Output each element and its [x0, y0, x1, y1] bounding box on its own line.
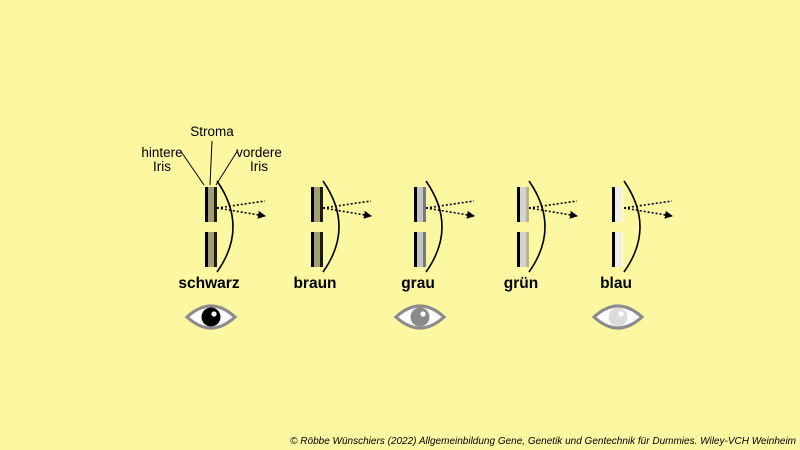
stroma-label: Stroma [190, 124, 234, 139]
reflected-ray [623, 200, 673, 209]
anterior-iris-layer-upper [214, 187, 217, 222]
lens-curve [322, 180, 340, 273]
stroma-layer-lower [314, 232, 320, 267]
stroma-layer-upper [417, 187, 423, 222]
incident-ray-arrow [425, 207, 475, 219]
incident-ray-arrow [623, 207, 673, 219]
eye-icon [184, 304, 238, 330]
stroma-layer-upper [314, 187, 320, 222]
iris-color-label: braun [293, 275, 336, 292]
posterior-iris-layer-lower [517, 232, 520, 267]
posterior-iris-layer-upper [311, 187, 314, 222]
lens-curve [425, 180, 443, 273]
posterior-iris-layer-upper [517, 187, 520, 222]
stroma-layer-lower [615, 232, 621, 267]
iris-variant-2: braun [293, 180, 372, 292]
iris-color-label: grün [504, 275, 538, 292]
posterior-iris-layer-lower [612, 232, 615, 267]
anterior-iris-layer-lower [621, 232, 624, 267]
eye-icon [591, 304, 645, 330]
anterior-iris-layer-lower [423, 232, 426, 267]
stroma-layer-upper [615, 187, 621, 222]
posterior-iris-layer-upper [612, 187, 615, 222]
posterior-iris-label-line1: hintere [141, 145, 182, 160]
layer-annotations: Stroma hintere Iris vordere Iris [141, 124, 282, 186]
incident-ray-arrow [528, 207, 578, 219]
copyright-notice: © Röbbe Wünschiers (2022) Allgemeinbildu… [290, 436, 796, 447]
eye-icon [393, 304, 447, 330]
reflected-ray [425, 200, 475, 209]
incident-ray-arrow [322, 207, 372, 219]
posterior-iris-layer-upper [205, 187, 208, 222]
lens-curve [528, 180, 546, 273]
anterior-iris-label-line2: Iris [250, 159, 268, 174]
anterior-iris-layer-upper [621, 187, 624, 222]
stroma-pointer [209, 140, 213, 186]
stroma-layer-upper [520, 187, 526, 222]
stroma-layer-lower [520, 232, 526, 267]
anterior-iris-layer-lower [214, 232, 217, 267]
stroma-layer-lower [208, 232, 214, 267]
posterior-iris-pointer [179, 149, 205, 186]
anterior-iris-layer-upper [423, 187, 426, 222]
iris-variant-1: schwarz [178, 180, 266, 330]
posterior-iris-layer-lower [414, 232, 417, 267]
anterior-iris-layer-upper [526, 187, 529, 222]
stroma-layer-lower [417, 232, 423, 267]
posterior-iris-layer-upper [414, 187, 417, 222]
iris-color-label: schwarz [178, 275, 239, 292]
reflected-ray [216, 200, 266, 209]
iris-color-label: grau [401, 275, 435, 292]
lens-curve [216, 180, 234, 273]
anterior-iris-layer-lower [526, 232, 529, 267]
anterior-iris-pointer [215, 149, 239, 186]
incident-ray-arrow [216, 207, 266, 219]
lens-curve [623, 180, 641, 273]
anterior-iris-label-line1: vordere [236, 145, 282, 160]
iris-variant-5: blau [591, 180, 673, 330]
iris-variant-4: grün [504, 180, 578, 292]
iris-color-label: blau [600, 275, 632, 292]
stroma-layer-upper [208, 187, 214, 222]
reflected-ray [528, 200, 578, 209]
posterior-iris-layer-lower [311, 232, 314, 267]
anterior-iris-layer-upper [320, 187, 323, 222]
reflected-ray [322, 200, 372, 209]
iris-variants: schwarz braun grau grün blau [178, 180, 673, 330]
iris-variant-3: grau [393, 180, 475, 330]
anterior-iris-layer-lower [320, 232, 323, 267]
posterior-iris-label-line2: Iris [153, 159, 171, 174]
posterior-iris-layer-lower [205, 232, 208, 267]
